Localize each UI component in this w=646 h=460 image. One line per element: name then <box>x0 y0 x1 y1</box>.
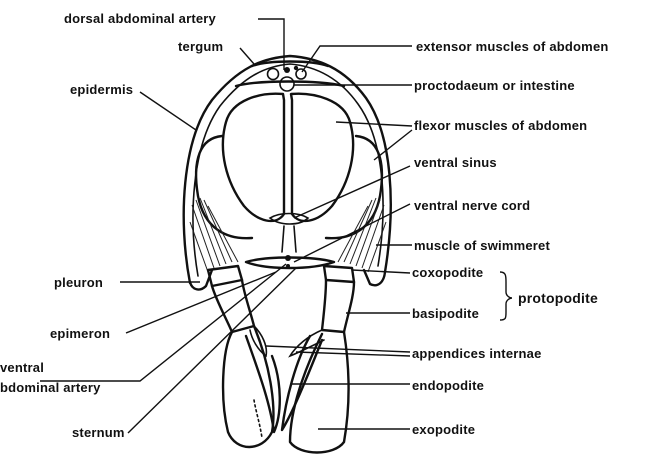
label-sternum: sternum <box>72 425 125 440</box>
label-extensor-muscles: extensor muscles of abdomen <box>416 39 609 54</box>
pleuron-right <box>364 270 385 285</box>
nerve-cord-column <box>282 226 296 252</box>
dorsal-artery-circle <box>268 69 279 80</box>
flexor-muscle-right <box>291 94 353 221</box>
label-protopodite: protopodite <box>518 290 598 306</box>
epidermis-inner-line <box>193 64 383 276</box>
dorsal-dot <box>284 67 290 73</box>
ventral-sinus-shape <box>270 214 308 225</box>
label-flexor-muscles: flexor muscles of abdomen <box>414 118 587 133</box>
extensor-circle <box>296 69 306 79</box>
label-ventral-sinus: ventral sinus <box>414 155 497 170</box>
leader-flexor-1 <box>336 122 412 126</box>
label-basipodite: basipodite <box>412 306 479 321</box>
protopodite-bracket <box>500 272 512 320</box>
leader-ventral-nerve-cord <box>294 204 410 262</box>
label-exopodite: exopodite <box>412 422 475 437</box>
ventral-artery-dot <box>285 255 291 261</box>
leader-sternum <box>128 268 296 433</box>
left-coxopodite <box>208 266 242 286</box>
label-pleuron: pleuron <box>54 275 103 290</box>
label-ventral-nerve-cord: ventral nerve cord <box>414 198 530 213</box>
leader-flexor-2 <box>374 130 412 160</box>
right-basipodite <box>322 280 354 332</box>
label-epimeron: epimeron <box>50 326 110 341</box>
flexor-muscle-left <box>223 94 284 221</box>
leader-extensor <box>302 46 412 72</box>
abdomen-body <box>184 56 391 289</box>
leader-appendices-1 <box>266 346 410 352</box>
exoskeleton-outline <box>184 56 391 283</box>
leader-coxopodite <box>352 270 410 273</box>
leader-ventral-sinus <box>294 166 410 218</box>
label-muscle-of-swimmeret: muscle of swimmeret <box>414 238 550 253</box>
label-endopodite: endopodite <box>412 378 484 393</box>
right-coxopodite <box>324 266 354 282</box>
label-epidermis: epidermis <box>70 82 133 97</box>
label-dorsal-abdominal-artery: dorsal abdominal artery <box>64 11 217 26</box>
nerve-cord-dot <box>286 264 290 268</box>
label-coxopodite: coxopodite <box>412 265 483 280</box>
label-tergum: tergum <box>178 39 223 54</box>
label-ventral-abdominal-artery-line2: bdominal artery <box>0 380 101 395</box>
intestine-circle <box>280 77 294 91</box>
right-exopodite <box>290 332 349 453</box>
label-ventral-abdominal-artery-line1: ventral <box>0 360 44 375</box>
label-proctodaeum: proctodaeum or intestine <box>414 78 575 93</box>
leader-epidermis <box>140 92 196 130</box>
leader-tergum <box>240 48 254 64</box>
dorsal-dot-2 <box>294 66 298 70</box>
left-exopodite-dotted <box>254 400 262 438</box>
left-swimmeret <box>208 266 280 447</box>
right-swimmeret <box>282 266 354 453</box>
label-appendices-internae: appendices internae <box>412 346 542 361</box>
